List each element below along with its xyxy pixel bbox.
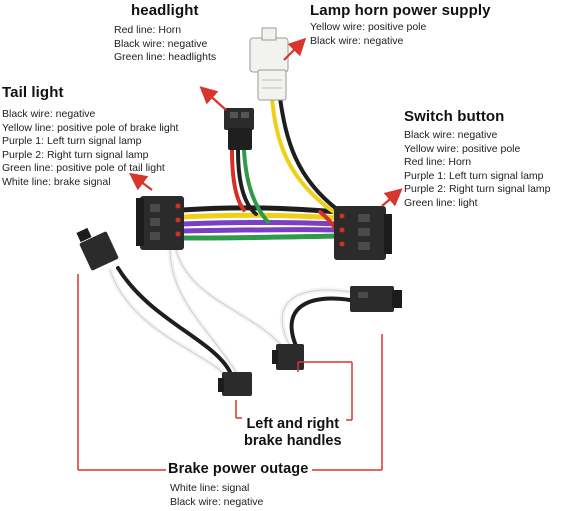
switch-button-line: Green line: light [404,196,478,209]
lamp-horn-title: Lamp horn power supply [310,2,491,19]
brake-handles-title: Left and right brake handles [244,416,342,450]
brake-power-line: Black wire: negative [170,495,264,508]
brake-power-connector [350,286,402,312]
brake-handle-connector-left [218,372,252,396]
headlight-line: Black wire: negative [114,37,208,50]
tail-light-small-plug [76,227,119,271]
headlight-title: headlight [131,2,199,19]
lamp-horn-connector [249,27,289,101]
tail-light-line: Black wire: negative [2,108,96,120]
lamp-horn-lines: Yellow wire: positive pole Black wire: n… [310,21,426,48]
brake-handles-title-line: brake handles [244,433,342,449]
tail-light-line: Green line: positive pole of tail light [2,162,165,174]
brake-power-bracket [77,274,383,471]
headlight-lines: Red line: Horn Black wire: negative Gree… [114,24,216,65]
headlight-wires [230,148,270,224]
tail-light-line: White line: brake signal [2,175,111,188]
tail-light-line: Purple 1: Left turn signal lamp [2,135,142,147]
tail-light-line: Yellow line: positive pole of brake ligh… [2,121,179,134]
tail-light-connector [136,196,184,250]
headlight-connector [224,108,254,150]
switch-button-line: Black wire: negative [404,129,498,141]
annotation-arrows [128,37,403,207]
switch-button-lines: Black wire: negative Yellow wire: positi… [404,129,551,210]
tail-light-line: Purple 2: Right turn signal lamp [2,148,149,161]
headlight-line: Red line: Horn [114,24,182,36]
tail-light-lines: Black wire: negative Yellow line: positi… [2,108,178,189]
brake-power-title: Brake power outage [168,461,309,477]
switch-button-line: Purple 2: Right turn signal lamp [404,183,551,195]
headlight-line: Green line: headlights [114,51,217,63]
brake-handles-title-line: Left and right [246,416,340,432]
brake-power-line: White line: signal [170,482,250,494]
tail-light-title: Tail light [2,84,64,101]
switch-button-connector [334,206,392,260]
brake-power-lines: White line: signal Black wire: negative [170,482,263,509]
brake-handle-connector-middle [272,344,304,370]
switch-button-line: Purple 1: Left turn signal lamp [404,169,544,182]
switch-button-title: Switch button [404,108,505,125]
lamp-horn-line: Black wire: negative [310,34,404,47]
switch-button-line: Yellow wire: positive pole [404,142,521,155]
switch-button-line: Red line: Horn [404,156,472,168]
brake-wires-right [279,287,353,349]
brake-wires-left [107,245,285,377]
brake-handles-bracket [235,361,353,421]
lamp-horn-line: Yellow wire: positive pole [310,21,427,33]
